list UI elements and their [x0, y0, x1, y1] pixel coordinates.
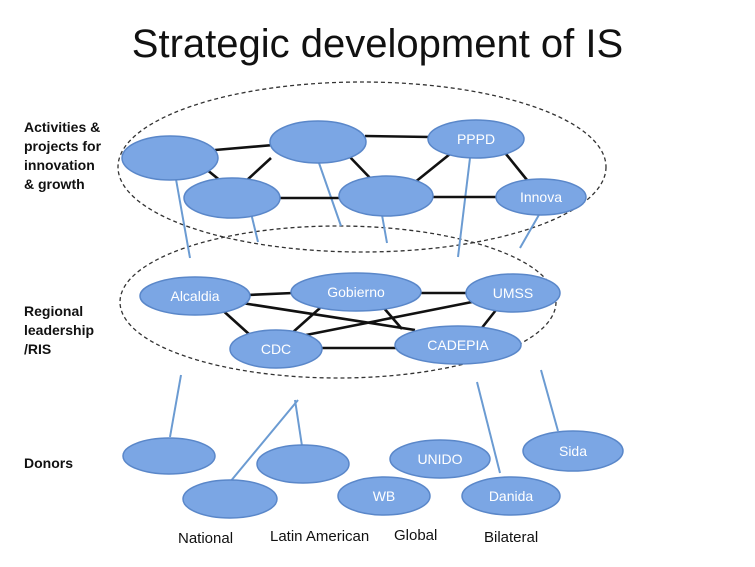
network-edge — [413, 152, 451, 185]
regional-group-outline — [119, 225, 557, 379]
network-edge — [364, 134, 431, 139]
donors-label: Donors — [24, 455, 73, 471]
network-edge — [479, 309, 498, 330]
activity-node — [269, 120, 367, 164]
donor-node — [182, 479, 278, 519]
network-edge — [291, 307, 321, 334]
connector-line — [173, 167, 191, 259]
regional-node-cadepia: CADEPIA — [394, 325, 522, 365]
activity-node — [338, 175, 434, 217]
donor-category-global: Global — [394, 527, 438, 544]
connector-line — [250, 212, 259, 243]
connector-lines — [169, 157, 559, 483]
node-label: WB — [373, 488, 396, 504]
donor-category-national: National — [178, 530, 234, 547]
regional-node-cdc: CDC — [229, 329, 323, 369]
connector-line — [169, 374, 182, 438]
activity-node-pppd: PPPD — [427, 119, 525, 159]
regional-leadership-label: Regional leadership /RIS — [24, 303, 95, 357]
node-label: PPPD — [457, 131, 495, 147]
activity-node-innova: Innova — [495, 178, 587, 216]
node-label: Alcaldia — [170, 288, 219, 304]
donor-category-latin-american: Latin American — [270, 528, 370, 545]
connector-line — [476, 381, 501, 474]
donor-node — [122, 437, 216, 475]
node-label: Gobierno — [327, 284, 385, 300]
donor-node — [256, 444, 350, 484]
node-label: Sida — [559, 443, 587, 459]
node-label: UNIDO — [417, 451, 462, 467]
regional-node-umss: UMSS — [465, 273, 561, 313]
network-edge — [347, 154, 373, 181]
regional-node-alcaldia: Alcaldia — [139, 276, 251, 316]
node-label: Danida — [489, 488, 534, 504]
connector-line — [318, 162, 342, 227]
network-edge — [245, 157, 272, 182]
donor-node-danida: Danida — [461, 476, 561, 516]
connector-line — [381, 214, 388, 244]
connector-line — [540, 369, 559, 432]
network-edge — [246, 291, 294, 297]
activity-node — [121, 135, 219, 181]
network-edges — [205, 134, 529, 350]
connector-line — [229, 399, 299, 483]
donor-node-sida: Sida — [522, 430, 624, 472]
connector-line — [457, 157, 471, 258]
network-edge — [504, 153, 529, 181]
activities-label: Activities & projects for innovation & g… — [24, 119, 102, 192]
node-label: UMSS — [493, 285, 533, 301]
activities-group-outline — [117, 81, 607, 253]
node-label: Innova — [520, 189, 562, 205]
node-label: CDC — [261, 341, 291, 357]
donor-category-bilateral: Bilateral — [484, 529, 539, 546]
donor-node-wb: WB — [337, 476, 431, 516]
regional-node-gobierno: Gobierno — [290, 272, 422, 312]
network-edge — [241, 301, 416, 332]
slide-title: Strategic development of IS — [131, 22, 624, 66]
node-label: CADEPIA — [427, 337, 489, 353]
activity-node — [183, 177, 281, 219]
donor-node-unido: UNIDO — [389, 439, 491, 479]
connector-line — [294, 399, 303, 447]
network-edge — [305, 300, 473, 337]
connector-line — [519, 212, 541, 249]
